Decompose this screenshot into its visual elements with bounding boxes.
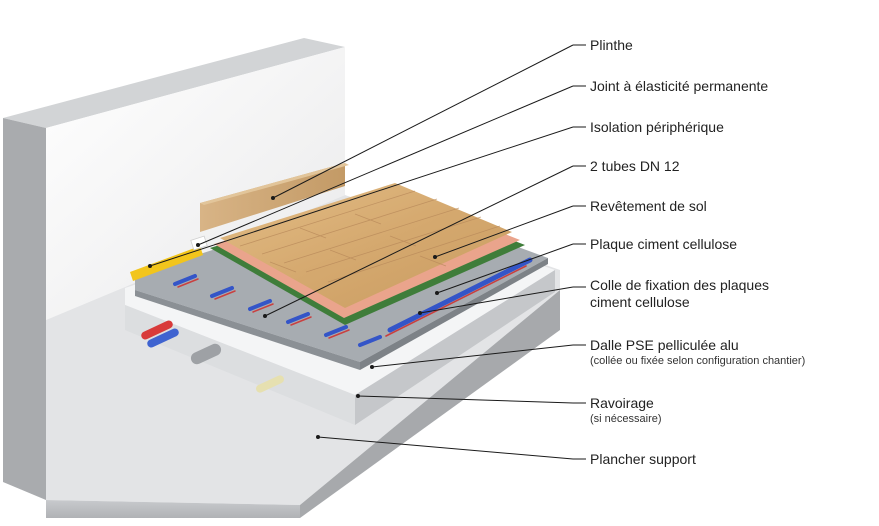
leader-tubes-dot [263, 314, 267, 318]
slab-right-face [300, 290, 560, 518]
leader-plancher [317, 436, 574, 460]
ravoirage-front [125, 305, 355, 425]
leader-isolation-dot [148, 264, 152, 268]
label-dalle: Dalle PSE pelliculée alu (collée ou fixé… [590, 337, 806, 367]
leader-plinthe-dot [271, 196, 275, 200]
leader-dalle [371, 344, 574, 368]
leader-revetement [434, 205, 574, 258]
leader-revetement-dot [433, 255, 437, 259]
label-plancher: Plancher support [590, 451, 696, 467]
wall-top-edge [3, 38, 345, 128]
skirting-top [200, 163, 349, 205]
insulation-right [360, 258, 548, 370]
leader-joint-dot [196, 243, 200, 247]
insulation-front [135, 290, 360, 370]
label-colle: Colle de fixation des plaques ciment cel… [590, 277, 770, 310]
elastic-joint [190, 235, 208, 251]
wall-inner-face [46, 47, 345, 320]
supply-pipes [141, 320, 284, 393]
leader-ravoirage-dot [356, 394, 360, 398]
label-plaque: Plaque ciment cellulose [590, 236, 738, 252]
leader-colle-dot [418, 311, 422, 315]
slab-front-face [46, 500, 300, 518]
leader-isolation [149, 126, 574, 267]
leader-plaque-dot [435, 291, 439, 295]
wood-plank-lines [239, 190, 501, 283]
leader-joint [197, 85, 574, 246]
label-isolation: Isolation périphérique [590, 119, 724, 135]
leader-lines [148, 44, 586, 460]
wall-left-face [3, 118, 46, 500]
leader-tubes [264, 165, 574, 317]
label-tubes: 2 tubes DN 12 [590, 158, 680, 174]
label-plinthe: Plinthe [590, 37, 633, 53]
leader-colle [419, 286, 574, 314]
leader-plinthe [272, 44, 574, 199]
label-revetement: Revêtement de sol [590, 198, 707, 214]
label-joint: Joint à élasticité permanente [590, 78, 769, 94]
leader-ravoirage [357, 395, 574, 404]
label-ravoirage: Ravoirage (si nécessaire) [590, 395, 662, 425]
heating-tubes [173, 257, 533, 347]
leader-plaque [436, 243, 574, 294]
leader-dalle-dot [370, 365, 374, 369]
ravoirage-right [355, 270, 555, 425]
leader-plancher-dot [316, 435, 320, 439]
